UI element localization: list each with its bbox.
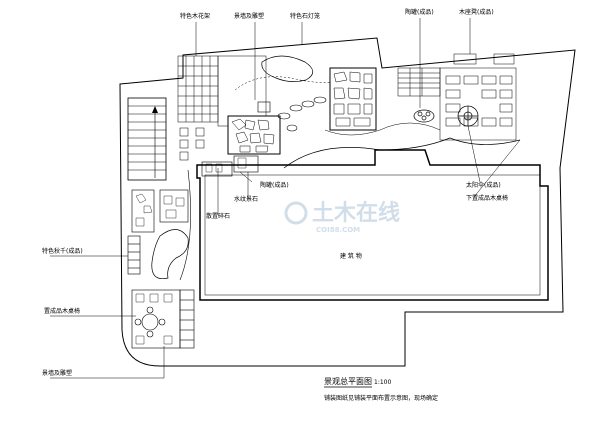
label-building: 建 筑 物 [340, 252, 362, 260]
label-table-set-left: 置成品木桌椅 [44, 307, 80, 315]
rock-paving [329, 67, 377, 131]
label-wall-fountain: 景墙及雕塑 [234, 12, 264, 20]
label-pottery-jar-top: 陶罐(成品) [405, 8, 434, 16]
drawing-note: 铺装图纸见铺装平面布置示意图，现场确定 [324, 394, 438, 402]
label-wall-sculpture-bottom: 景墙及雕塑 [42, 369, 72, 377]
left-pond [151, 229, 189, 279]
left-path-edge [179, 169, 191, 281]
wall-fountain-stone [227, 101, 281, 155]
watermark-text: 土木在线 [312, 200, 400, 226]
pond-top [261, 55, 314, 82]
leader-lines [50, 18, 521, 379]
stepping-stones [277, 96, 327, 132]
pottery-jar-icon [413, 109, 435, 123]
label-wood-table: 下置成品木桌椅 [466, 194, 508, 202]
label-scatter-stone: 散置碎石 [206, 212, 230, 220]
right-deck [397, 53, 517, 141]
label-stone-lamp: 特色石灯笼 [290, 12, 320, 20]
pond-curve [234, 69, 376, 91]
lawn-edge [283, 137, 521, 169]
label-wood-seat: 木座凳(成品) [459, 8, 494, 16]
drawing-scale: 1:100 [374, 379, 391, 386]
building-inner-edge [204, 174, 541, 296]
left-steps [127, 97, 167, 181]
watermark-sub: COI88.COM [316, 226, 360, 234]
lawn-edge-2 [324, 122, 441, 136]
label-special-bench: 特色秋千(成品) [42, 247, 83, 255]
parasol-table [457, 105, 479, 127]
left-planters [127, 189, 189, 275]
mid-planters [201, 155, 259, 177]
label-water-stone: 水纹景石 [234, 195, 258, 203]
label-flower-stand: 特色木花架 [180, 12, 210, 20]
bottom-left-patio [131, 289, 195, 349]
watermark: 土木在线 COI88.COM [284, 200, 400, 234]
label-parasol: 太阳伞(成品) [466, 181, 501, 189]
site-boundary [119, 37, 576, 367]
label-pottery-jar-mid: 陶罐(成品) [260, 181, 289, 189]
drawing-title: 景观总平面图 [324, 376, 372, 386]
path-blocks [179, 127, 205, 161]
